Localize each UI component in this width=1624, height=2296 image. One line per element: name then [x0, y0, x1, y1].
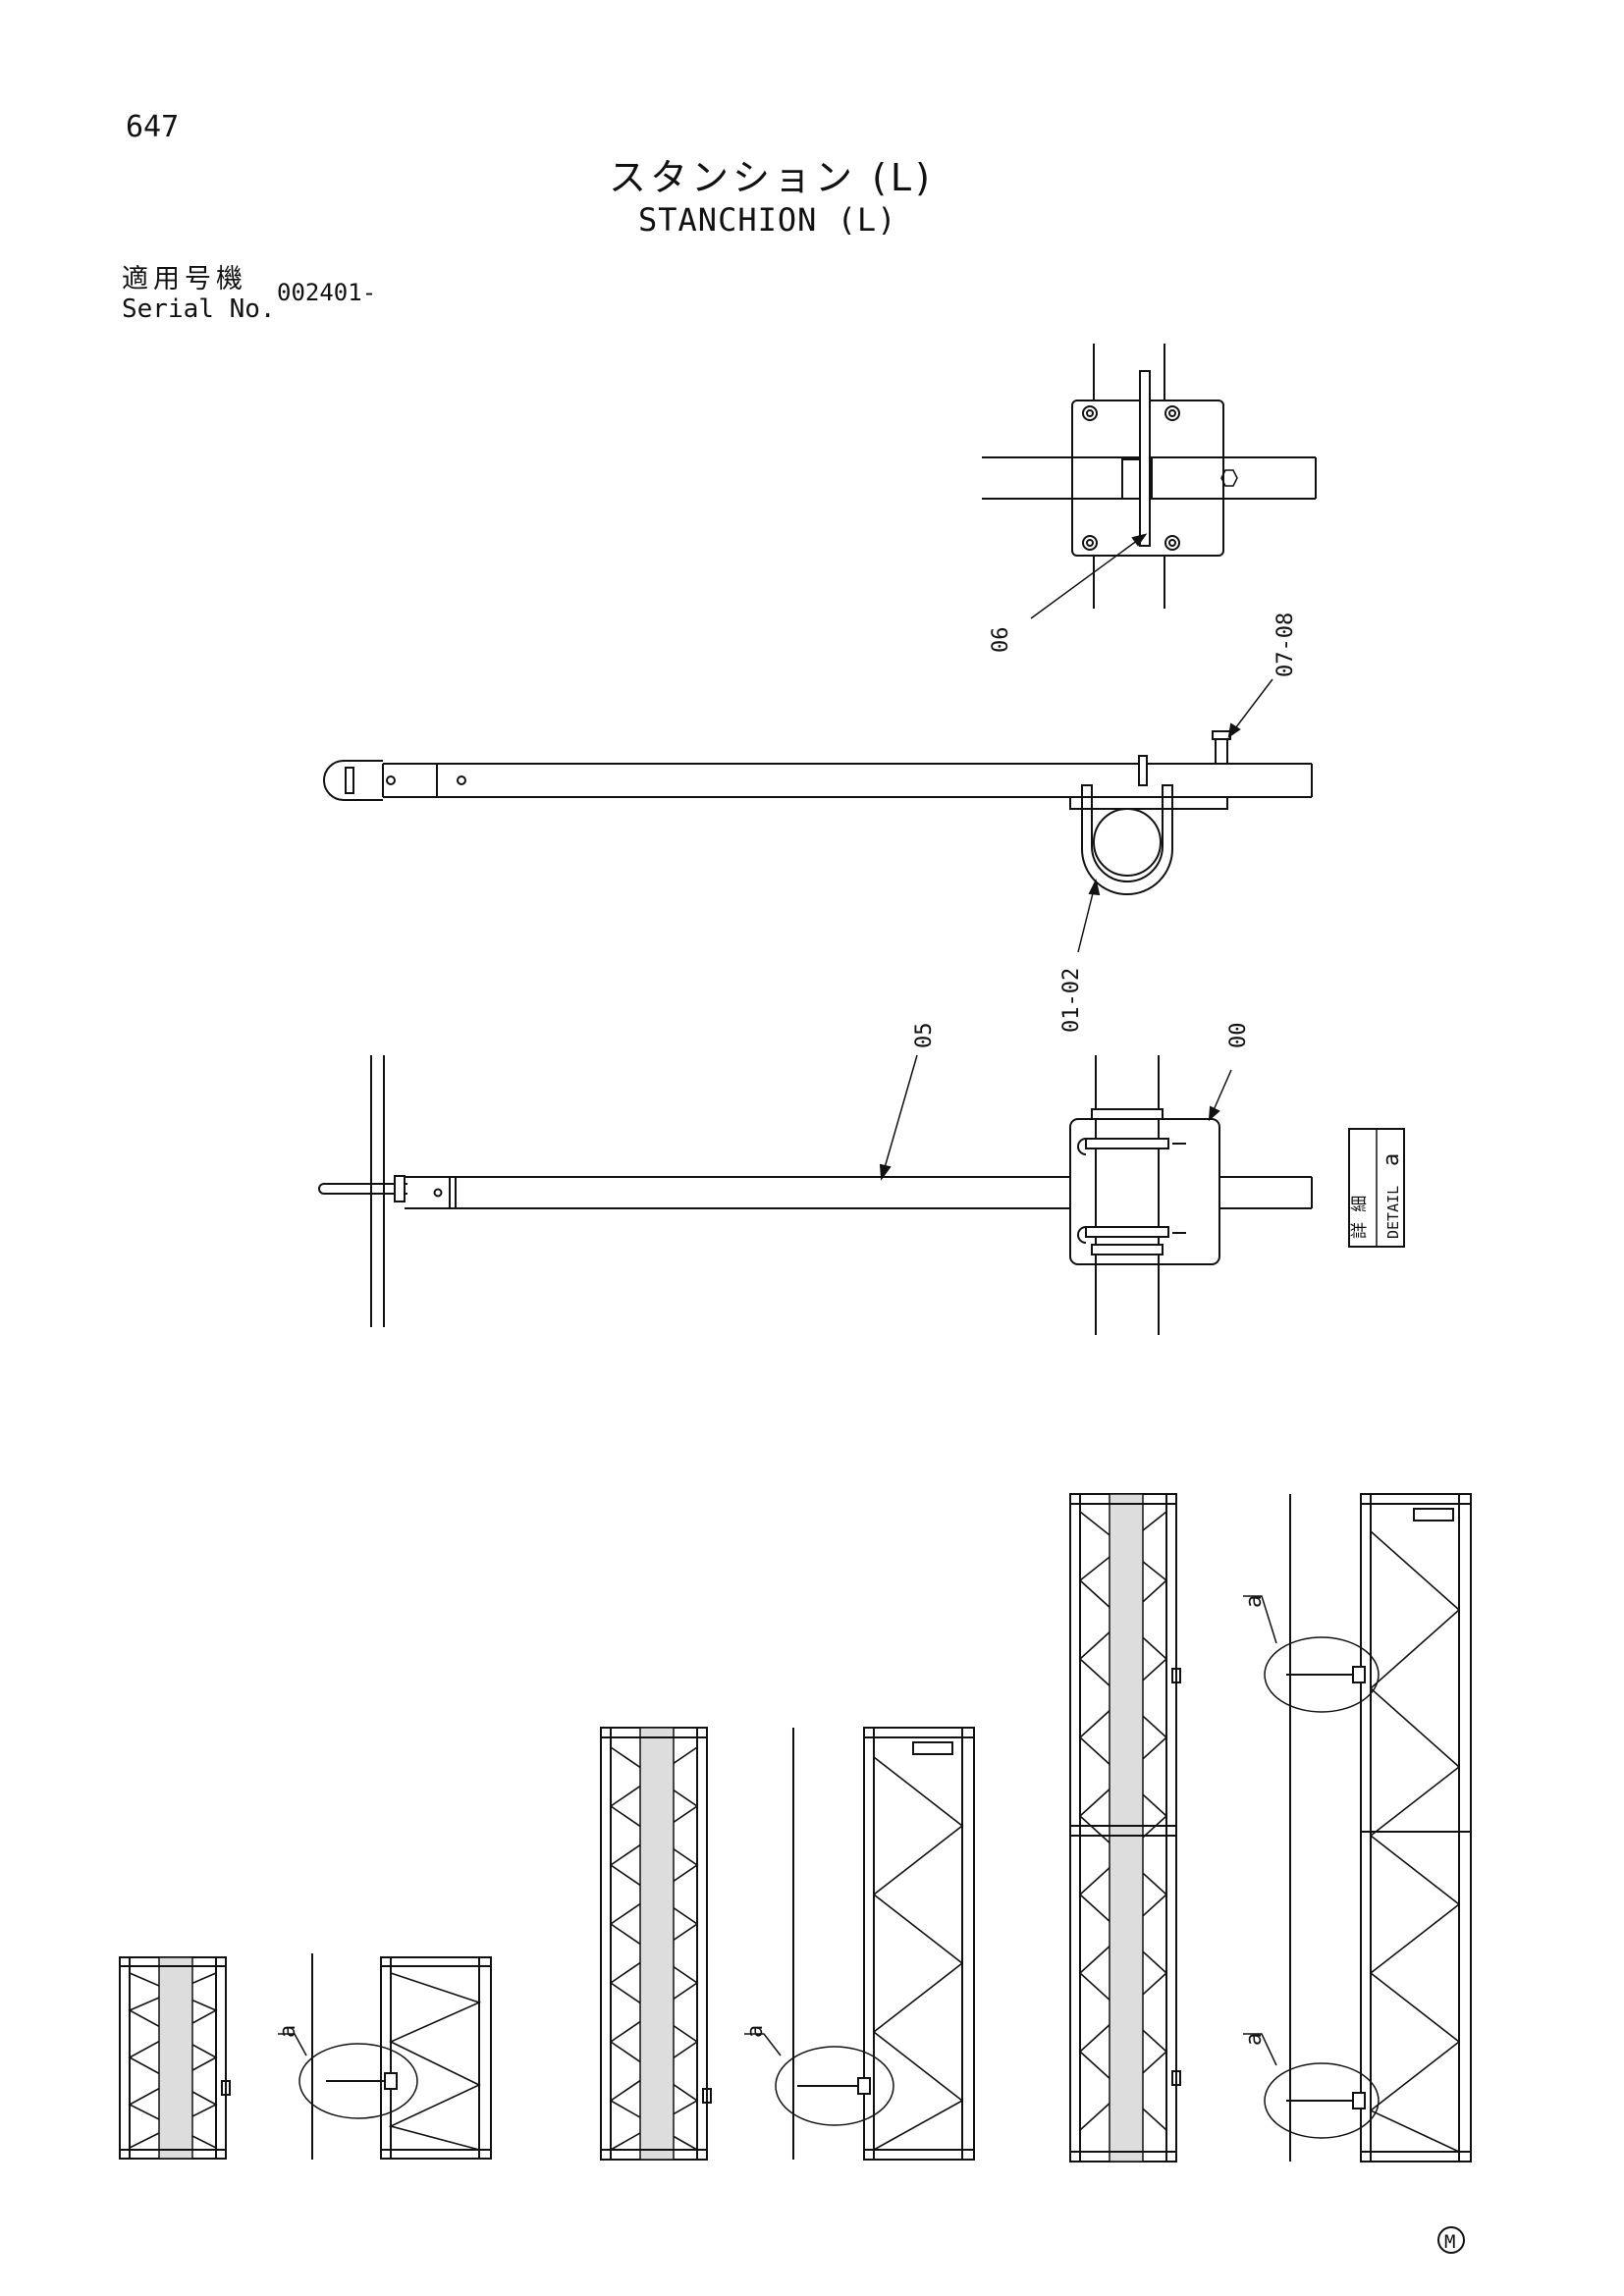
serial-label-en: Serial No.	[122, 294, 276, 324]
page-title-jp: スタンション (L)	[609, 156, 934, 199]
detail-marker-1: a	[276, 2025, 307, 2056]
serial-label-jp: 適用号機	[122, 264, 247, 294]
callout-00-label: 00	[1226, 1023, 1251, 1049]
boom-section-long-side	[1264, 1493, 1472, 2163]
callout-05-label: 05	[912, 1023, 937, 1049]
callout-0102: 01-02	[1059, 879, 1101, 1033]
callout-0708: 07-08	[1227, 613, 1298, 739]
boom-section-long-plan	[1069, 1493, 1181, 2163]
serial-number-value: 002401-	[277, 279, 377, 306]
detail-marker-1-label: a	[276, 2025, 300, 2038]
page-title-en: STANCHION (L)	[638, 201, 897, 239]
callout-06: 06	[989, 533, 1148, 654]
detail-marker-3-label: a	[1242, 1595, 1267, 1608]
callout-0708-label: 07-08	[1273, 613, 1298, 677]
front-view-stanchion	[318, 1055, 1313, 1335]
boom-section-short-plan	[119, 1956, 231, 2160]
detail-label-jp: 詳 細	[1350, 1196, 1370, 1239]
detail-marker-4: a	[1242, 2033, 1277, 2066]
detail-marker-2-label: a	[743, 2025, 768, 2038]
detail-marker-3: a	[1242, 1595, 1277, 1644]
top-view-bracket	[982, 344, 1317, 609]
stamp-m: M	[1437, 2226, 1465, 2254]
side-view-arm	[323, 730, 1313, 895]
page-number: 647	[126, 110, 180, 144]
detail-a-box: 詳 細 DETAIL a	[1348, 1128, 1405, 1248]
callout-0102-label: 01-02	[1059, 968, 1084, 1033]
detail-label-en: DETAIL	[1384, 1186, 1402, 1239]
boom-section-medium-side	[775, 1727, 975, 2161]
detail-label-letter: a	[1380, 1153, 1404, 1166]
detail-marker-4-label: a	[1242, 2033, 1267, 2046]
detail-marker-2: a	[743, 2025, 782, 2056]
boom-section-short-side	[298, 1953, 492, 2160]
stamp-m-label: M	[1444, 2231, 1455, 2253]
boom-section-medium-plan	[600, 1727, 712, 2161]
callout-05: 05	[879, 1023, 937, 1181]
callout-00: 00	[1208, 1023, 1251, 1122]
callout-06-label: 06	[989, 627, 1013, 654]
